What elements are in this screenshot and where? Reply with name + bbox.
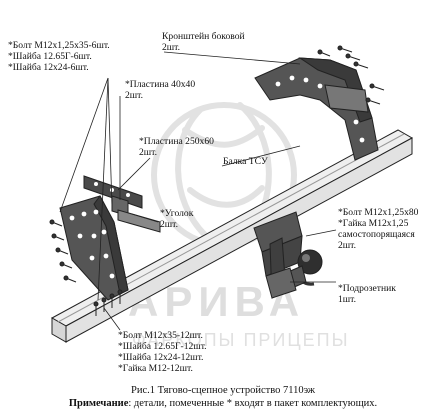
label-bolts-top: *Болт М12х1,25х35-6шт. *Шайба 12.65Г-6шт… — [8, 40, 110, 73]
figure-note: Примечание: детали, помеченные * входят … — [0, 398, 446, 410]
label-bolts-right-line2: *Гайка М12х1,25 — [338, 218, 409, 229]
plate-250x60 — [83, 175, 143, 209]
label-plate-40x40-line2: 2шт. — [125, 90, 144, 101]
label-bolts-bottom-line3: *Шайба 12х24-12шт. — [118, 352, 204, 363]
socket-plate — [265, 267, 297, 299]
label-bolts-top-line1: *Болт М12х1,25х35-6шт. — [8, 40, 110, 51]
right-side-bracket — [254, 57, 379, 161]
label-bolts-bottom-line4: *Гайка М12-12шт. — [118, 363, 193, 374]
left-side-bracket — [59, 195, 129, 301]
label-angle-line2: 2шт. — [160, 219, 179, 230]
label-angle: *Уголок 2шт. — [160, 208, 193, 230]
label-socket-line2: 1шт. — [338, 294, 357, 305]
label-plate-40x40: *Пластина 40х40 2шт. — [125, 79, 195, 101]
figure-note-text: : детали, помеченные * входят в пакет ко… — [128, 398, 378, 409]
label-side-bracket-line1: Кронштейн боковой — [162, 31, 245, 42]
leader-lines — [59, 51, 337, 331]
label-plate-40x40-line1: *Пластина 40х40 — [125, 79, 196, 90]
label-side-bracket-line2: 2шт. — [162, 42, 181, 53]
label-beam: Балка ТСУ — [223, 156, 268, 167]
label-plate-250x60-line2: 2шт. — [139, 147, 158, 158]
label-bolts-right-line4: 2шт. — [338, 240, 357, 251]
right-top-bolts — [317, 45, 385, 105]
watermark-subtitle: ФАРКОПЫ ПРИЦЕПЫ — [132, 330, 350, 350]
label-bolts-right-line3: самостопорящаяся — [338, 229, 415, 240]
label-bolts-top-line3: *Шайба 12х24-6шт. — [8, 62, 89, 73]
label-bolts-right-line1: *Болт М12х1,25х80 — [338, 207, 419, 218]
figure-note-label: Примечание — [68, 398, 129, 409]
label-side-bracket: Кронштейн боковой 2шт. — [162, 31, 245, 53]
label-bolts-right: *Болт М12х1,25х80 *Гайка М12х1,25 самост… — [338, 207, 418, 251]
label-socket: *Подрозетник 1шт. — [338, 283, 396, 305]
label-plate-250x60-line1: *Пластина 250х60 — [139, 136, 214, 147]
left-bottom-bolts — [93, 289, 123, 316]
tow-beam — [50, 129, 414, 343]
label-plate-250x60: *Пластина 250х60 2шт. — [139, 136, 214, 158]
label-socket-line1: *Подрозетник — [338, 283, 396, 294]
label-angle-line1: *Уголок — [160, 208, 194, 219]
label-bolts-bottom-line2: *Шайба 12.65Г-12шт. — [118, 341, 207, 352]
label-bolts-top-line2: *Шайба 12.65Г-6шт. — [8, 51, 92, 62]
left-top-bolts — [49, 219, 77, 283]
figure-caption: Рис.1 Тягово-сцепное устройство 7110эж — [131, 385, 315, 396]
label-bolts-bottom-line1: *Болт М12х35-12шт. — [118, 330, 203, 341]
label-bolts-bottom: *Болт М12х35-12шт. *Шайба 12.65Г-12шт. *… — [118, 330, 207, 374]
